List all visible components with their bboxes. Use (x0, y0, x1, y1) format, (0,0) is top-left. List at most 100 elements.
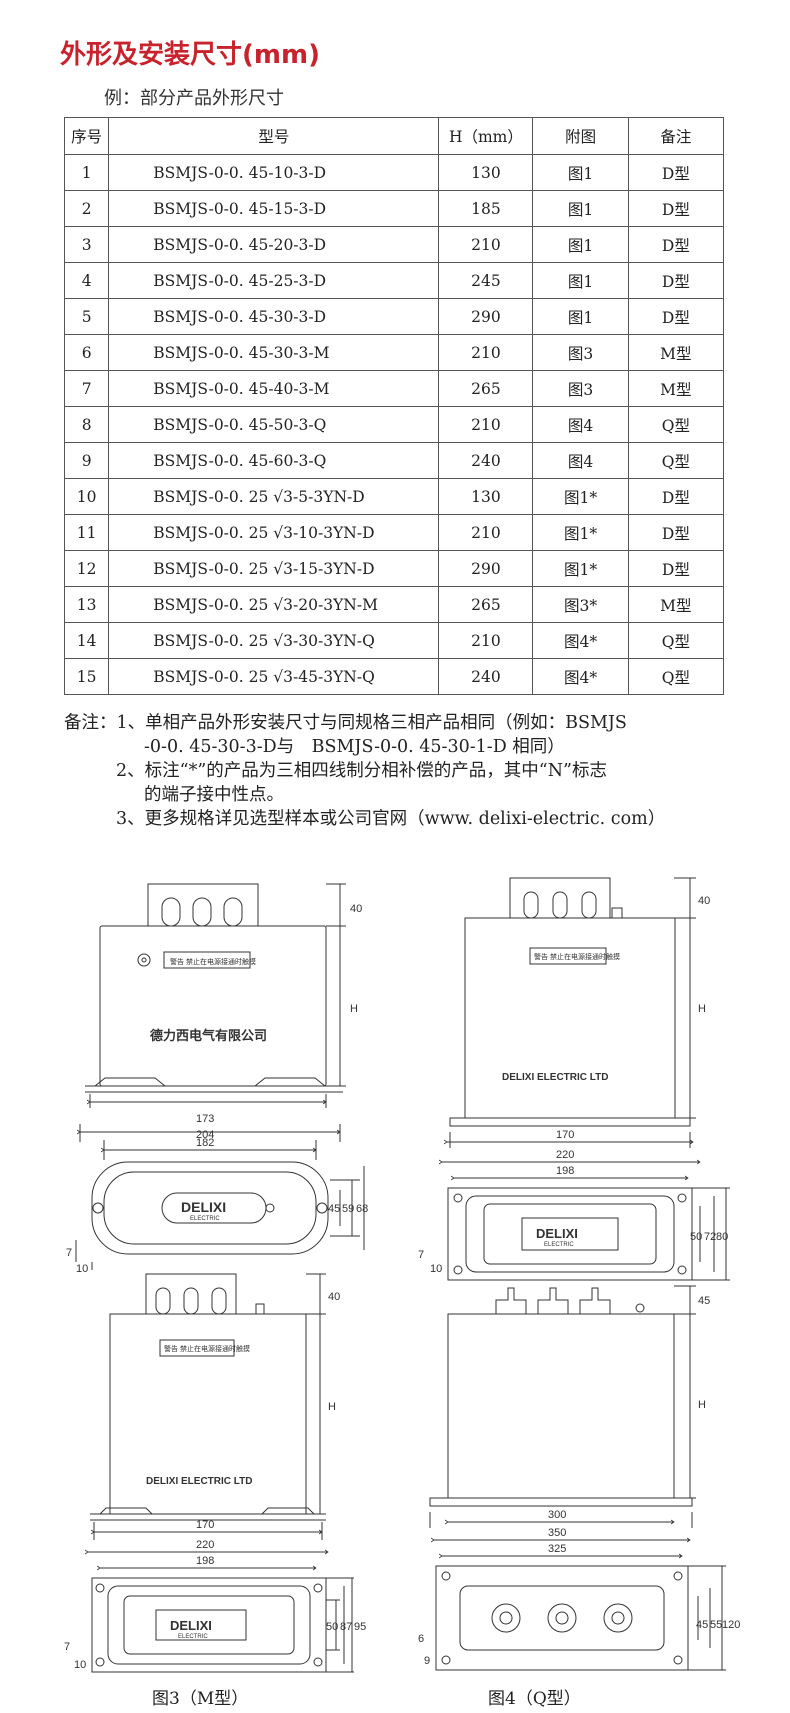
figure-1-bottom-view (75, 1124, 365, 1270)
cell-remark: D型 (627, 550, 725, 587)
cell-model: BSMJS-0-0. 25 √3-10-3YN-D (108, 514, 440, 551)
fig4-dim-h: H (698, 1399, 706, 1411)
fig1-dim-s2: 10 (76, 1263, 88, 1275)
fig2-dim-d2: 72 (704, 1231, 716, 1243)
cell-figure: 图1 (532, 298, 629, 335)
fig2-maker: DELIXI ELECTRIC LTD (502, 1072, 608, 1083)
fig3-dim-s1: 7 (64, 1641, 70, 1653)
cell-remark: D型 (627, 154, 725, 191)
notes-block: 备注：1、单相产品外形安装尺寸与同规格三相产品相同（例如：BSMJS -0-0.… (64, 711, 744, 831)
fig1-logo: DELIXI (181, 1199, 226, 1215)
cell-index: 15 (63, 658, 110, 695)
cell-remark: D型 (627, 514, 725, 551)
fig1-company-name: 德力西电气有限公司 (150, 1028, 267, 1043)
fig3-logo-sub: ELECTRIC (178, 1634, 208, 1640)
cell-figure: 图3 (532, 370, 629, 407)
fig3-dim-d3: 95 (354, 1621, 366, 1633)
fig1-dim-h: H (350, 1003, 358, 1015)
cell-remark: Q型 (627, 406, 725, 443)
fig2-dim-top: 40 (698, 895, 710, 907)
cell-model: BSMJS-0-0. 25 √3-20-3YN-M (108, 586, 440, 623)
cell-figure: 图1 (532, 262, 629, 299)
cell-remark: D型 (627, 190, 725, 227)
fig2-dim-s2: 10 (430, 1263, 442, 1275)
cell-height: 210 (438, 514, 534, 551)
fig3-dim-top: 40 (328, 1291, 340, 1303)
figure-4-bottom-view (434, 1522, 726, 1671)
fig1-warning-label: 警告 禁止在电源接通时触摸 (170, 957, 256, 966)
cell-index: 7 (63, 370, 110, 407)
cell-index: 14 (63, 622, 110, 659)
cell-height: 130 (438, 154, 534, 191)
page-title: 外形及安装尺寸(mm) (60, 40, 320, 70)
cell-remark: Q型 (627, 442, 725, 479)
cell-index: 3 (63, 226, 110, 263)
cell-figure: 图4 (532, 442, 629, 479)
cell-model: BSMJS-0-0. 45-20-3-D (108, 226, 440, 263)
fig3-dim-w1: 170 (196, 1519, 214, 1531)
cell-remark: Q型 (627, 622, 725, 659)
cell-remark: D型 (627, 226, 725, 263)
note-2-line-1: 2、标注“*”的产品为三相四线制分相补偿的产品，其中“N”标志 (116, 761, 607, 781)
col-header-index: 序号 (63, 117, 110, 155)
col-header-model: 型号 (108, 117, 440, 155)
cell-index: 1 (63, 154, 110, 191)
fig4-dim-w3: 325 (548, 1543, 566, 1555)
cell-index: 13 (63, 586, 110, 623)
cell-height: 265 (438, 370, 534, 407)
cell-figure: 图1 (532, 226, 629, 263)
cell-height: 240 (438, 658, 534, 695)
cell-model: BSMJS-0-0. 45-60-3-Q (108, 442, 440, 479)
cell-remark: M型 (627, 334, 725, 371)
cell-index: 2 (63, 190, 110, 227)
fig2-dim-w2: 220 (556, 1149, 574, 1161)
fig4-dim-s2: 9 (424, 1655, 430, 1667)
cell-height: 210 (438, 406, 534, 443)
fig3-logo: DELIXI (170, 1618, 212, 1633)
cell-remark: D型 (627, 262, 725, 299)
fig4-dim-w2: 350 (548, 1527, 566, 1539)
fig2-dim-w1: 170 (556, 1129, 574, 1141)
figure-2-bottom-view (442, 1142, 730, 1281)
figure-4-front-view (429, 1285, 696, 1528)
cell-remark: D型 (627, 298, 725, 335)
cell-index: 5 (63, 298, 110, 335)
fig4-dim-d2: 55 (710, 1619, 722, 1631)
cell-model: BSMJS-0-0. 45-30-3-M (108, 334, 440, 371)
cell-model: BSMJS-0-0. 45-25-3-D (108, 262, 440, 299)
cell-index: 12 (63, 550, 110, 587)
cell-model: BSMJS-0-0. 25 √3-5-3YN-D (108, 478, 440, 515)
fig3-dim-w2: 220 (196, 1539, 214, 1551)
cell-model: BSMJS-0-0. 45-10-3-D (108, 154, 440, 191)
cell-height: 210 (438, 622, 534, 659)
cell-remark: M型 (627, 370, 725, 407)
cell-index: 10 (63, 478, 110, 515)
cell-model: BSMJS-0-0. 45-15-3-D (108, 190, 440, 227)
col-header-height: H（mm） (438, 117, 534, 155)
fig3-warning-label: 警告 禁止在电源接通时触摸 (164, 1344, 250, 1353)
fig2-dim-d3: 80 (716, 1231, 728, 1243)
cell-index: 9 (63, 442, 110, 479)
cell-figure: 图1* (532, 550, 629, 587)
cell-height: 185 (438, 190, 534, 227)
fig2-warning-label: 警告 禁止在电源接通时触摸 (534, 952, 620, 961)
fig3-dim-d2: 87 (340, 1621, 352, 1633)
fig4-dim-s1: 6 (418, 1633, 424, 1645)
cell-figure: 图1 (532, 190, 629, 227)
cell-remark: D型 (627, 478, 725, 515)
cell-figure: 图1 (532, 154, 629, 191)
fig3-dim-d1: 50 (326, 1621, 338, 1633)
cell-index: 6 (63, 334, 110, 371)
